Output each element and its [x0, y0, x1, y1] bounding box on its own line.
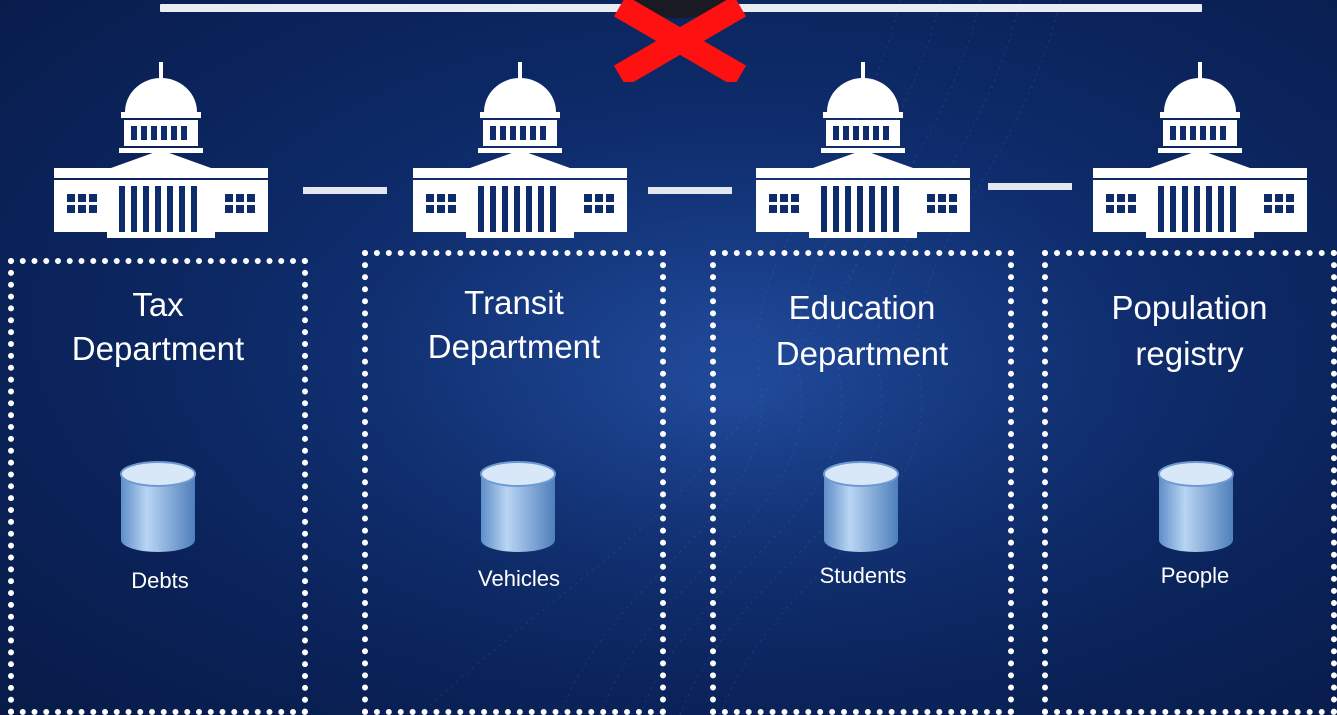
building-connector-line — [988, 183, 1072, 190]
population-registry-box: Population registry — [1042, 250, 1337, 715]
government-building-icon — [1093, 62, 1307, 238]
government-building-icon — [756, 62, 970, 238]
department-title-line1: Tax — [132, 286, 184, 323]
database-icon — [823, 461, 899, 552]
department-title-line2: registry — [1135, 335, 1244, 372]
database-icon — [120, 461, 196, 552]
red-x-icon — [613, 0, 747, 82]
department-title-line2: Department — [427, 328, 601, 365]
database-icon — [1158, 461, 1234, 552]
database-label: Debts — [131, 568, 189, 593]
government-building-icon — [413, 62, 627, 238]
database-label: People — [1160, 563, 1230, 588]
database-label: Students — [819, 563, 907, 588]
department-title-line2: Department — [71, 330, 245, 367]
government-building-icon — [54, 62, 268, 238]
building-connector-line — [303, 187, 387, 194]
department-title-line2: Department — [775, 335, 949, 372]
department-title-line1: Transit — [464, 284, 564, 321]
department-title-line1: Population — [1111, 289, 1268, 326]
transit-department-box: Transit Department — [362, 250, 666, 715]
building-connector-line — [648, 187, 732, 194]
department-title-line1: Education — [788, 289, 936, 326]
database-label: Vehicles — [478, 566, 560, 591]
tax-department-box: Tax Department — [8, 258, 308, 715]
database-icon — [480, 461, 556, 552]
education-department-box: Education Department — [710, 250, 1014, 715]
